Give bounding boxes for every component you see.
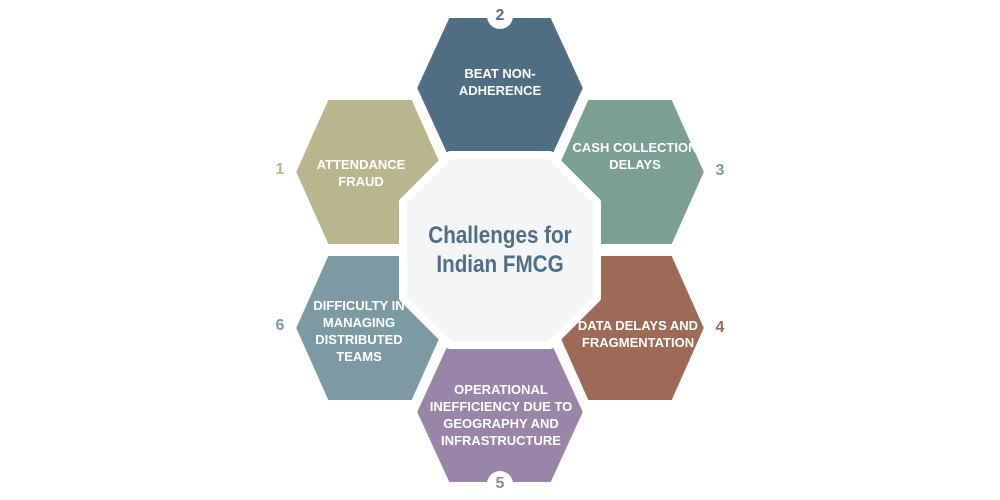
- number-badge-6: [267, 313, 293, 339]
- hex-label-cash-collection-delays: Cash Collection Delays: [572, 140, 698, 172]
- hex-label-attendance-fraud: Attendance Fraud: [316, 157, 406, 189]
- hex-label-operational-inefficiency: Operational Inefficiency Due to Geograph…: [429, 382, 573, 448]
- center-title: Challenges for Indian FMCG: [428, 222, 572, 278]
- number-badge-4: [707, 315, 733, 341]
- hex-label-data-delays: Data Delays and Fragmentation: [577, 318, 699, 350]
- number-badge-1: [267, 157, 293, 183]
- badge-number-3: 3: [715, 162, 725, 179]
- badge-number-4: 4: [715, 319, 725, 336]
- hex-label-beat-non-adherence: Beat Non-Adherence: [458, 66, 542, 98]
- badge-number-5: 5: [495, 475, 505, 492]
- number-badge-3: [707, 158, 733, 184]
- badge-number-2: 2: [495, 7, 505, 24]
- number-badge-2: [487, 3, 513, 29]
- number-badge-5: [487, 471, 513, 497]
- badge-number-6: 6: [275, 317, 285, 334]
- hex-label-distributed-teams: Difficulty in Managing Distributed Teams: [313, 298, 405, 364]
- badge-number-1: 1: [275, 161, 285, 178]
- center-octagon: [399, 151, 601, 349]
